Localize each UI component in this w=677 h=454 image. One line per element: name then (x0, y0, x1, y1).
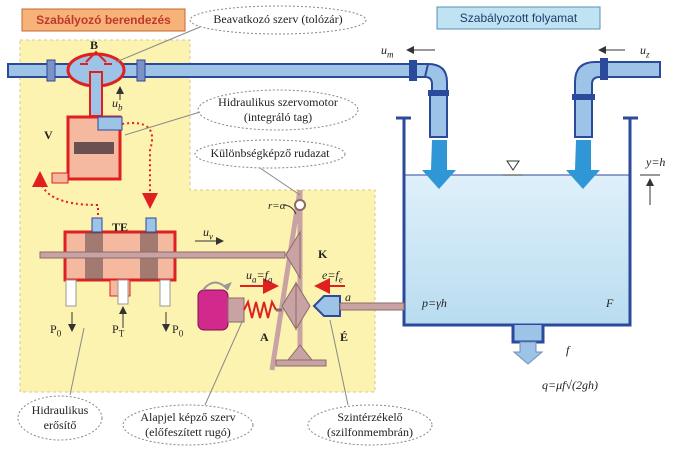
symbol-um: um (381, 43, 394, 60)
tank-outflow (511, 325, 545, 344)
callout-servomotor-2: (integráló tag) (243, 110, 313, 124)
label-TE: TE (112, 220, 129, 234)
symbol-r-alpha: r=α (268, 200, 286, 212)
symbol-f: f (566, 343, 570, 357)
spool-rod (39, 251, 286, 259)
inflow-pipe-elbow (423, 62, 448, 93)
callout-level-sensor-1: Szintérzékelő (337, 410, 403, 424)
label-E: É (340, 330, 349, 344)
callout-servomotor-1: Hidraulikus szervomotor (218, 95, 338, 109)
process-title-box (436, 6, 601, 30)
callout-amplifier-1: Hidraulikus (31, 403, 89, 417)
symbol-a: a (345, 290, 351, 304)
disturbance-arrow (566, 140, 600, 189)
label-A: A (260, 330, 269, 344)
symbol-p: p=γh (422, 296, 447, 310)
symbol-y: y=h (646, 155, 666, 169)
callout-actuator: Beavatkozó szerv (tolózár) (213, 12, 343, 26)
callout-level-sensor-2: (szilfonmembrán) (327, 425, 413, 439)
setpoint-spring (243, 299, 277, 319)
symbol-F: F (606, 296, 614, 310)
setpoint-knob (197, 289, 229, 331)
inflow-pipe-down (429, 91, 448, 138)
callout-setpoint-1: Alapjel képző szerv (140, 410, 236, 424)
diff-lever (269, 189, 303, 371)
symbol-PT: PT (112, 322, 125, 339)
callout-setpoint-2: (előfeszített rugó) (145, 425, 231, 439)
symbol-uv: uv (203, 225, 213, 242)
symbol-q: q=μf√(2gh) (542, 378, 599, 392)
tank-water (404, 175, 630, 325)
callout-diff-rod: Különbségképző rudazat (210, 146, 330, 160)
controller-title: Szabályozó berendezés (36, 13, 171, 27)
inflow-arrow (422, 140, 456, 189)
symbol-P0-right: P0 (172, 322, 184, 339)
label-B: B (90, 38, 99, 52)
symbol-ua: ua=fa (246, 268, 273, 285)
symbol-P0-left: P0 (50, 322, 62, 339)
label-V: V (44, 128, 53, 142)
label-K: K (318, 247, 328, 261)
symbol-e: e=fe (322, 268, 343, 285)
callout-amplifier-2: erősítő (43, 418, 77, 432)
symbol-uz: uz (640, 43, 650, 60)
controller-title-box (21, 8, 186, 32)
symbol-ub: ub (112, 96, 123, 113)
process-title: Szabályozott folyamat (459, 11, 578, 25)
